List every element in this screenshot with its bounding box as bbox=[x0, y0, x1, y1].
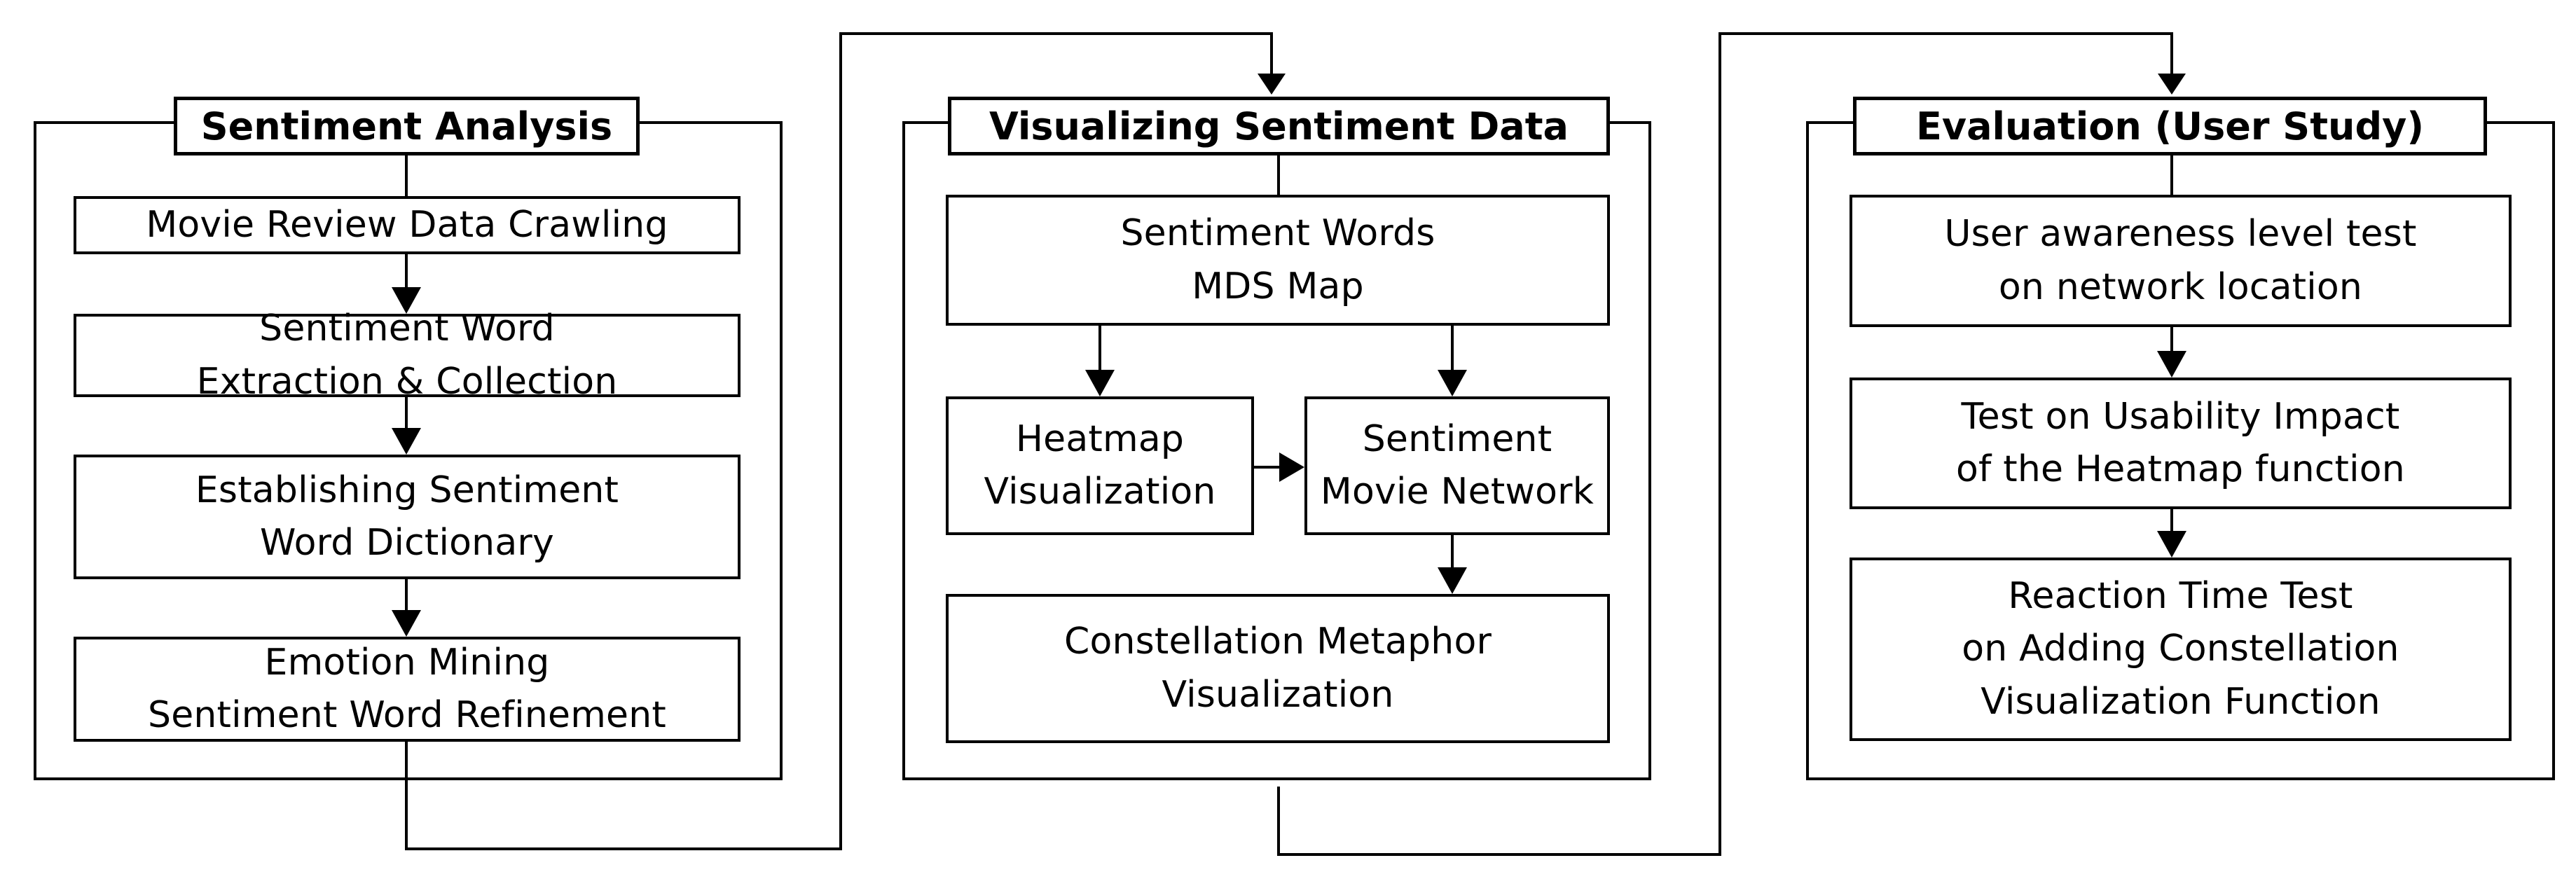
panel-title-evaluation-user-study: Evaluation (User Study) bbox=[1853, 97, 2487, 155]
connector-panel1-to-panel2 bbox=[405, 32, 1273, 850]
panel-title-visualizing-sentiment-data: Visualizing Sentiment Data bbox=[948, 97, 1610, 155]
connector-panel2-to-panel3 bbox=[1277, 32, 2173, 856]
arrowhead-p3-2 bbox=[2157, 531, 2186, 558]
step-establishing-sentiment-dictionary: Establishing Sentiment Word Dictionary bbox=[74, 455, 741, 579]
step-constellation-metaphor-visualization: Constellation Metaphor Visualization bbox=[946, 594, 1610, 743]
arrowhead-p1-3 bbox=[392, 610, 421, 637]
panel-title-sentiment-analysis: Sentiment Analysis bbox=[174, 97, 640, 155]
arrowhead-p2-right bbox=[1438, 370, 1467, 396]
arrowhead-p1-2 bbox=[392, 428, 421, 455]
step-reaction-time-test: Reaction Time Test on Adding Constellati… bbox=[1850, 558, 2512, 741]
arrowhead-p2-bottom bbox=[1438, 567, 1467, 594]
step-heatmap-visualization: Heatmap Visualization bbox=[946, 396, 1254, 535]
step-emotion-mining: Emotion Mining Sentiment Word Refinement bbox=[74, 637, 741, 742]
step-sentiment-words-mds-map: Sentiment Words MDS Map bbox=[946, 195, 1610, 326]
step-user-awareness-level-test: User awareness level test on network loc… bbox=[1850, 195, 2512, 327]
step-movie-review-data-crawling: Movie Review Data Crawling bbox=[74, 196, 741, 254]
step-test-usability-impact: Test on Usability Impact of the Heatmap … bbox=[1850, 378, 2512, 509]
step-sentiment-word-extraction: Sentiment Word Extraction & Collection bbox=[74, 307, 741, 403]
arrowhead-panel2-entry bbox=[1258, 74, 1286, 95]
arrowhead-p2-left bbox=[1085, 370, 1115, 396]
panel-title-text: Sentiment Analysis bbox=[200, 104, 613, 148]
arrowhead-p1-1 bbox=[392, 287, 421, 314]
step-sentiment-movie-network: Sentiment Movie Network bbox=[1304, 396, 1610, 535]
arrowhead-p3-1 bbox=[2157, 351, 2186, 378]
panel-title-text: Visualizing Sentiment Data bbox=[989, 104, 1569, 148]
arrowhead-panel3-entry bbox=[2158, 74, 2186, 95]
panel-title-text: Evaluation (User Study) bbox=[1916, 104, 2424, 148]
arrowhead-p2-horizontal bbox=[1279, 452, 1304, 482]
